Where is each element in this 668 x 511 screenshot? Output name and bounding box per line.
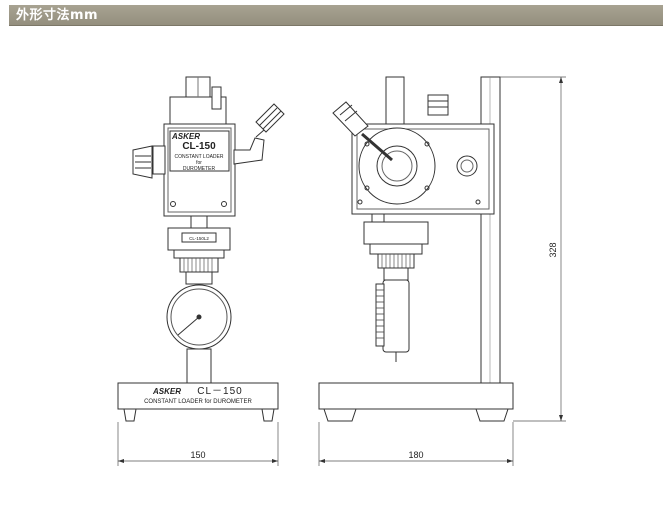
side-column: [480, 76, 501, 384]
side-screw-icon: [364, 185, 370, 191]
side-lever-handle-icon: [332, 101, 369, 137]
base-model-label: CL－150: [197, 386, 242, 397]
front-screw-icon: [221, 201, 227, 207]
base-caption: CONSTANT LOADER for DUROMETER: [144, 399, 252, 405]
side-round-knob-icon: [456, 155, 478, 177]
front-durometer-neck: [185, 271, 213, 285]
front-panel-line1: CONSTANT LOADER: [175, 154, 224, 160]
front-knob-stem: [152, 145, 166, 175]
front-foot-left: [123, 408, 137, 422]
front-adapter-label: CL-150L2: [189, 236, 209, 241]
section-header: 外形寸法mm: [9, 5, 663, 26]
front-adapter-plate: [181, 232, 217, 243]
side-height-dimension: 328: [548, 242, 558, 257]
front-panel-line2: for: [196, 160, 202, 166]
side-screw-icon: [424, 141, 430, 147]
front-view: ASKER CL-150 CONSTANT LOADER for DUROMET…: [117, 76, 285, 466]
side-durometer-scale: [375, 283, 385, 347]
side-width-dimension: 180: [408, 450, 423, 460]
base-brand-logo: ASKER: [152, 387, 181, 396]
front-foot-right: [261, 408, 275, 422]
side-screw-icon: [424, 185, 430, 191]
side-screw-icon: [364, 141, 370, 147]
front-adapter-lower: [173, 249, 225, 259]
front-label-panel: [169, 130, 230, 172]
side-durometer-body: [382, 279, 410, 353]
side-screw-icon: [357, 199, 363, 205]
front-width-dimension: 150: [190, 450, 205, 460]
side-base: [318, 382, 514, 410]
front-lever-bracket: [233, 137, 265, 165]
front-shaft: [190, 215, 208, 229]
front-model-label: CL-150: [182, 141, 216, 152]
section-title: 外形寸法mm: [16, 8, 99, 23]
side-knurled-ring: [377, 253, 415, 269]
front-base: [117, 382, 279, 410]
front-small-block: [211, 86, 222, 110]
side-foot-right: [475, 408, 509, 422]
front-panel-line3: DUROMETER: [183, 166, 216, 172]
front-brand-logo: ASKER: [171, 132, 200, 141]
side-adapter: [363, 221, 429, 245]
side-view: 180 328: [318, 76, 566, 466]
side-short-column: [385, 76, 405, 128]
front-lever-handle-icon: [255, 103, 285, 133]
side-top-block: [427, 94, 449, 116]
front-gauge-needle: [177, 316, 200, 336]
side-foot-left: [323, 408, 357, 422]
front-screw-icon: [170, 201, 176, 207]
side-screw-icon: [475, 199, 481, 205]
front-housing-inner: [167, 127, 232, 213]
front-lower-column: [186, 348, 212, 384]
